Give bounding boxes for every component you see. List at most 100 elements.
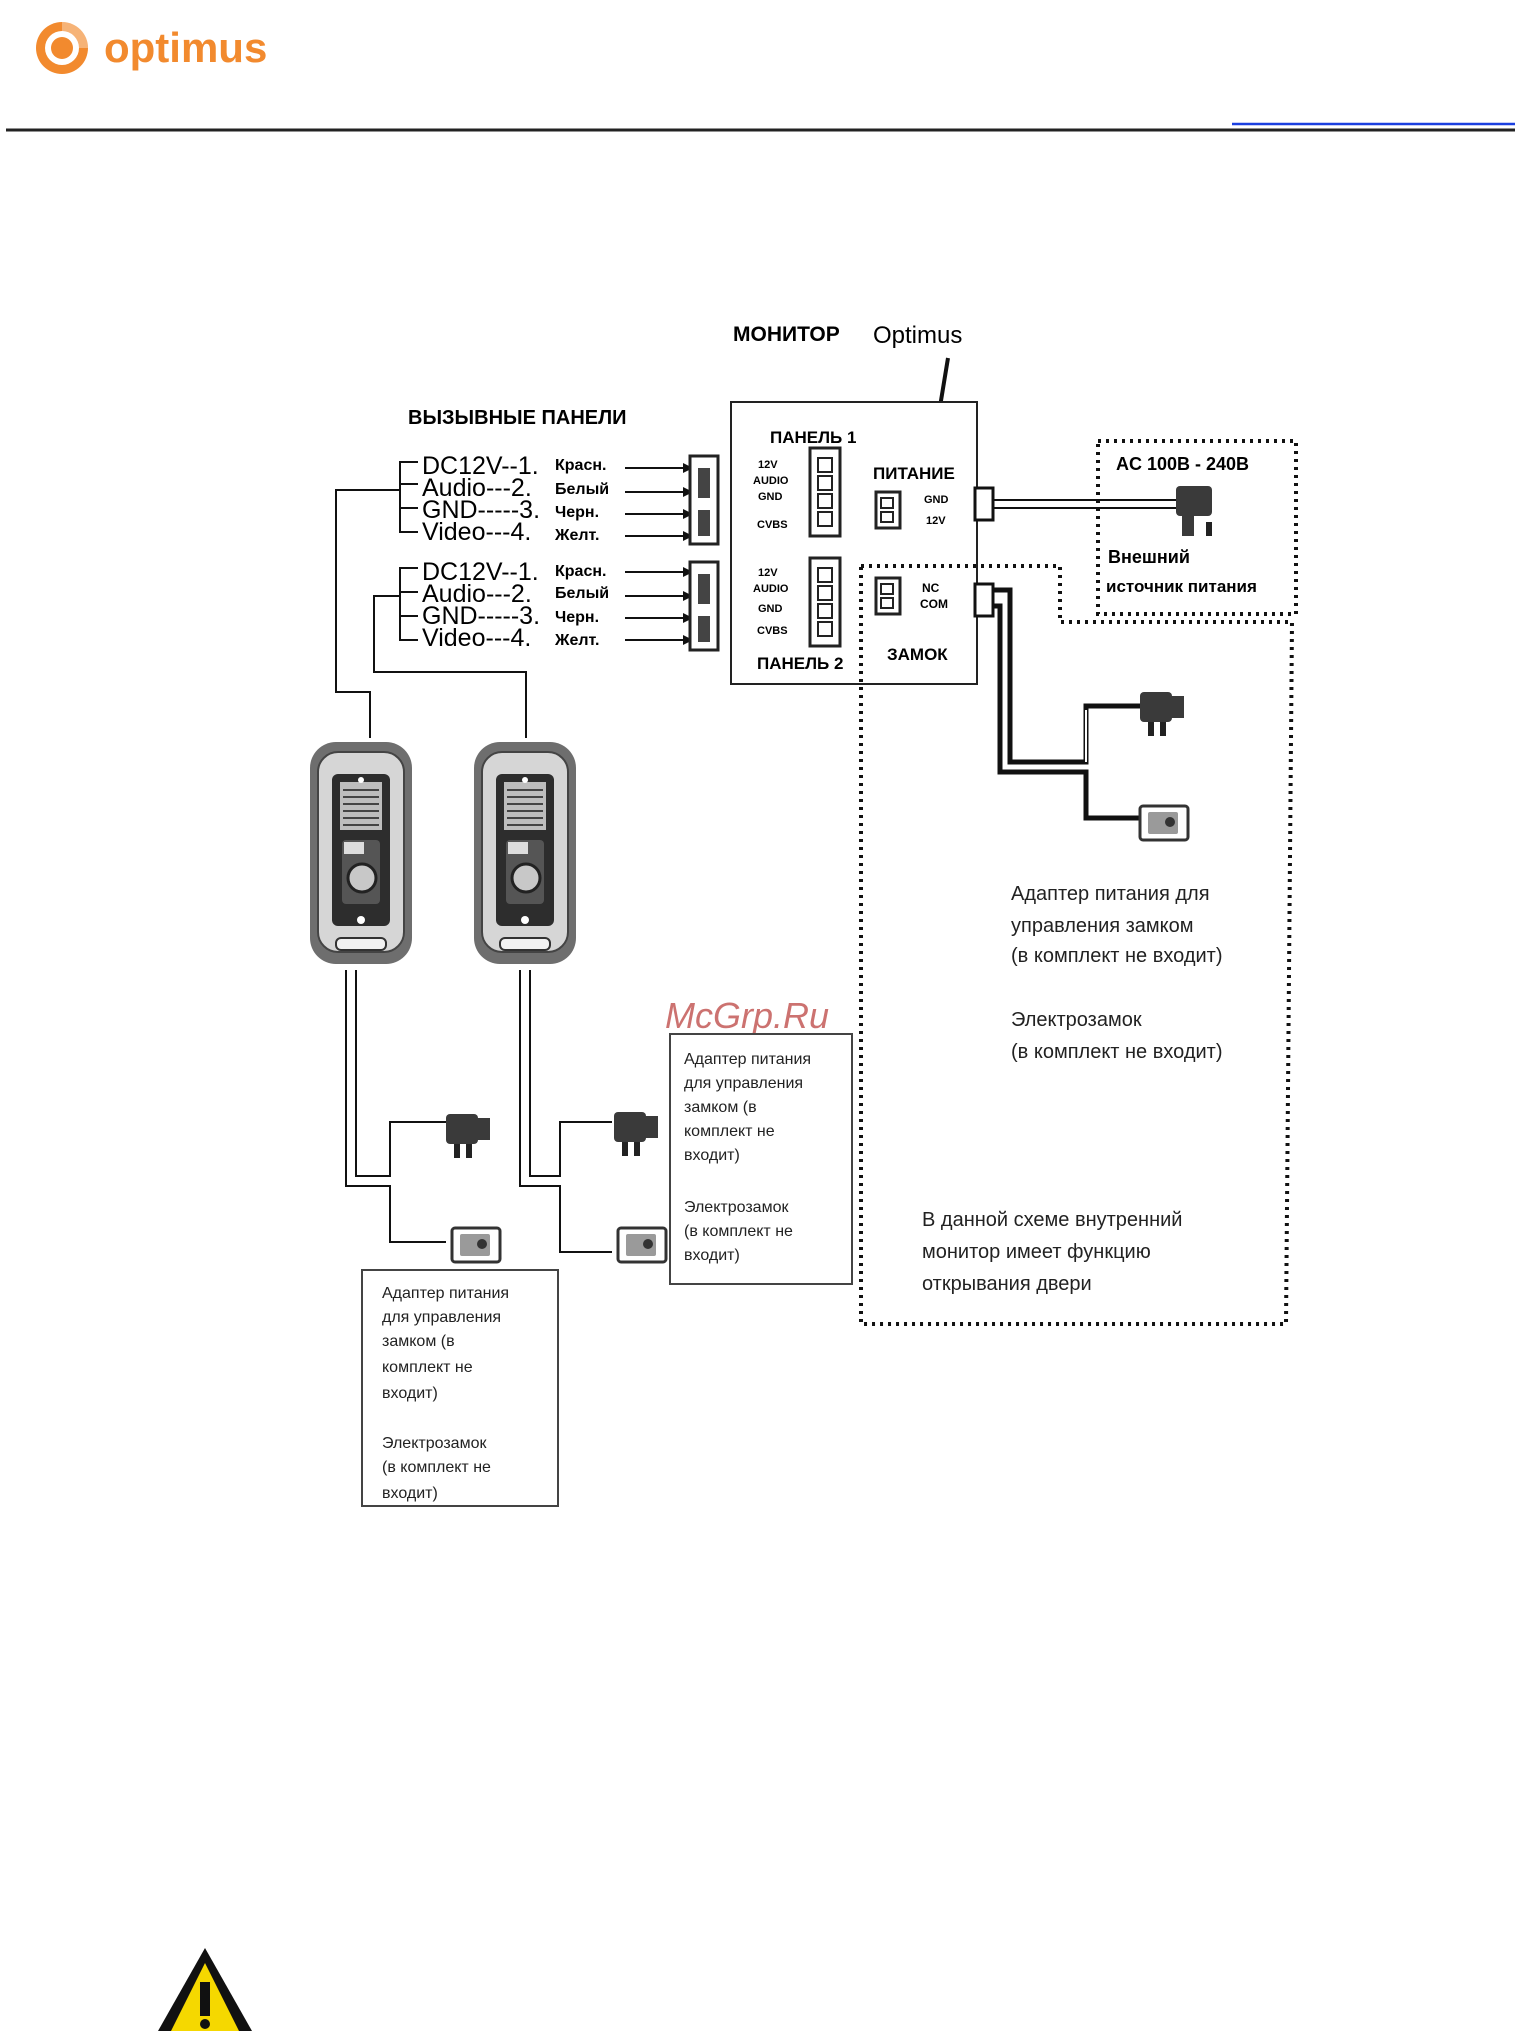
panel-plugs bbox=[688, 454, 720, 652]
power-label: ПИТАНИЕ bbox=[873, 464, 955, 483]
monitor-title: МОНИТОР bbox=[733, 323, 840, 346]
power-connector bbox=[874, 490, 902, 530]
svg-text:AUDIO: AUDIO bbox=[753, 583, 789, 595]
power-adapter-icon bbox=[1176, 486, 1212, 536]
svg-text:CVBS: CVBS bbox=[757, 519, 788, 531]
svg-text:DC12V--1.: DC12V--1. bbox=[422, 452, 539, 480]
note-box-middle bbox=[669, 1033, 853, 1285]
svg-text:Белый: Белый bbox=[555, 585, 609, 602]
panel1-connector bbox=[808, 446, 842, 538]
call-panel-2-lock-icon bbox=[616, 1226, 668, 1264]
wire-arrowheads bbox=[683, 463, 693, 645]
call-panel-1 bbox=[308, 740, 414, 966]
svg-text:для управления: для управления bbox=[382, 1309, 501, 1326]
monitor-brand: Optimus bbox=[873, 322, 962, 349]
lock-label: ЗАМОК bbox=[887, 645, 948, 664]
monitor-lock-cable bbox=[973, 582, 1144, 821]
power-source-range: AC 100B - 240B bbox=[1116, 454, 1249, 474]
svg-text:Video---4.: Video---4. bbox=[422, 518, 531, 546]
wiring-group-1: DC12V--1. Красн. Audio---2. Белый GND---… bbox=[422, 452, 609, 546]
svg-text:GND: GND bbox=[758, 603, 783, 615]
monitor-adapter-icon bbox=[1140, 692, 1184, 736]
svg-text:Белый: Белый bbox=[555, 481, 609, 498]
svg-text:12V: 12V bbox=[758, 459, 778, 471]
svg-text:GND-----3.: GND-----3. bbox=[422, 496, 540, 524]
svg-text:для управления: для управления bbox=[684, 1075, 803, 1092]
call-panel-1-adapter-icon bbox=[446, 1114, 490, 1158]
note-box-middle-text: Адаптер питания для управления замком (в… bbox=[684, 1051, 811, 1264]
svg-text:В данной схеме внутренний: В данной схеме внутренний bbox=[922, 1209, 1182, 1231]
power-source-box bbox=[1096, 439, 1298, 616]
svg-text:(в комплект не входит): (в комплект не входит) bbox=[1011, 1041, 1222, 1063]
svg-text:CVBS: CVBS bbox=[757, 625, 788, 637]
diagram-note: В данной схеме внутренний монитор имеет … bbox=[922, 1209, 1182, 1295]
svg-text:комплект не: комплект не bbox=[684, 1123, 775, 1140]
power-cable bbox=[973, 486, 1176, 522]
brand-name: optimus bbox=[104, 24, 267, 71]
call-panel-1-lock-icon bbox=[450, 1226, 502, 1264]
svg-text:GND-----3.: GND-----3. bbox=[422, 602, 540, 630]
call-panel-2-lock-wiring bbox=[519, 970, 612, 1253]
svg-text:Желт.: Желт. bbox=[554, 632, 599, 649]
watermark: McGrp.Ru bbox=[665, 995, 829, 1036]
svg-text:Video---4.: Video---4. bbox=[422, 624, 531, 652]
power-source-line2: источник питания bbox=[1106, 577, 1257, 596]
svg-text:Адаптер питания для: Адаптер питания для bbox=[1011, 883, 1210, 905]
monitor-lock-icon bbox=[1138, 804, 1190, 842]
svg-text:(в комплект не: (в комплект не bbox=[684, 1223, 793, 1240]
svg-text:Адаптер питания: Адаптер питания bbox=[382, 1285, 509, 1302]
logo-icon bbox=[36, 22, 88, 74]
power-pin-gnd: GND bbox=[924, 494, 949, 506]
svg-text:AUDIO: AUDIO bbox=[753, 475, 789, 487]
power-source-line1: Внешний bbox=[1108, 547, 1190, 567]
svg-text:GND: GND bbox=[758, 491, 783, 503]
svg-text:(в комплект не: (в комплект не bbox=[382, 1459, 491, 1476]
wire-bundle-1 bbox=[335, 461, 683, 738]
note-box-left bbox=[361, 1269, 559, 1507]
svg-text:Черн.: Черн. bbox=[555, 504, 599, 521]
svg-text:Красн.: Красн. bbox=[555, 457, 606, 474]
svg-text:(в комплект не входит): (в комплект не входит) bbox=[1011, 945, 1222, 967]
svg-text:монитор имеет функцию: монитор имеет функцию bbox=[922, 1241, 1151, 1263]
svg-text:входит): входит) bbox=[382, 1385, 438, 1402]
svg-text:Черн.: Черн. bbox=[555, 609, 599, 626]
lock-pin-com: COM bbox=[920, 597, 948, 611]
svg-text:Audio---2.: Audio---2. bbox=[422, 580, 532, 608]
panel1-label: ПАНЕЛЬ 1 bbox=[770, 428, 856, 447]
panel2-pin-labels: 12V AUDIO GND CVBS bbox=[753, 567, 789, 637]
svg-text:12V: 12V bbox=[758, 567, 778, 579]
power-pin-12v: 12V bbox=[926, 515, 946, 527]
svg-text:DC12V--1.: DC12V--1. bbox=[422, 558, 539, 586]
svg-text:Желт.: Желт. bbox=[554, 527, 599, 544]
wire-bundle-2 bbox=[373, 567, 683, 738]
svg-text:открывания двери: открывания двери bbox=[922, 1273, 1092, 1295]
svg-text:управления замком: управления замком bbox=[1011, 915, 1194, 937]
svg-text:Audio---2.: Audio---2. bbox=[422, 474, 532, 502]
svg-text:Электрозамок: Электрозамок bbox=[382, 1435, 487, 1452]
svg-text:замком (в: замком (в bbox=[382, 1333, 455, 1350]
svg-text:Красн.: Красн. bbox=[555, 563, 606, 580]
warning-icon bbox=[158, 1948, 252, 2031]
lock-pin-nc: NC bbox=[922, 581, 940, 595]
svg-text:входит): входит) bbox=[684, 1247, 740, 1264]
lock-connector bbox=[874, 576, 902, 616]
svg-text:комплект не: комплект не bbox=[382, 1359, 473, 1376]
panel2-label: ПАНЕЛЬ 2 bbox=[757, 654, 843, 673]
monitor-lock-note: Адаптер питания для управления замком (в… bbox=[1011, 883, 1222, 1063]
svg-text:входит): входит) bbox=[684, 1147, 740, 1164]
wiring-group-2: DC12V--1. Красн. Audio---2. Белый GND---… bbox=[422, 558, 609, 652]
call-panels-title: ВЫЗЫВНЫЕ ПАНЕЛИ bbox=[408, 407, 627, 429]
svg-text:Электрозамок: Электрозамок bbox=[684, 1199, 789, 1216]
call-panel-2-adapter-icon bbox=[614, 1112, 658, 1156]
svg-text:Электрозамок: Электрозамок bbox=[1011, 1009, 1142, 1031]
svg-text:входит): входит) bbox=[382, 1485, 438, 1502]
monitor-box bbox=[730, 401, 978, 685]
svg-text:Адаптер питания: Адаптер питания bbox=[684, 1051, 811, 1068]
note-box-left-text: Адаптер питания для управления замком (в… bbox=[382, 1285, 509, 1502]
svg-text:замком (в: замком (в bbox=[684, 1099, 757, 1116]
call-panel-2 bbox=[472, 740, 578, 966]
panel2-connector bbox=[808, 556, 842, 648]
panel1-pin-labels: 12V AUDIO GND CVBS bbox=[753, 459, 789, 531]
call-panel-1-lock-wiring bbox=[345, 970, 446, 1243]
